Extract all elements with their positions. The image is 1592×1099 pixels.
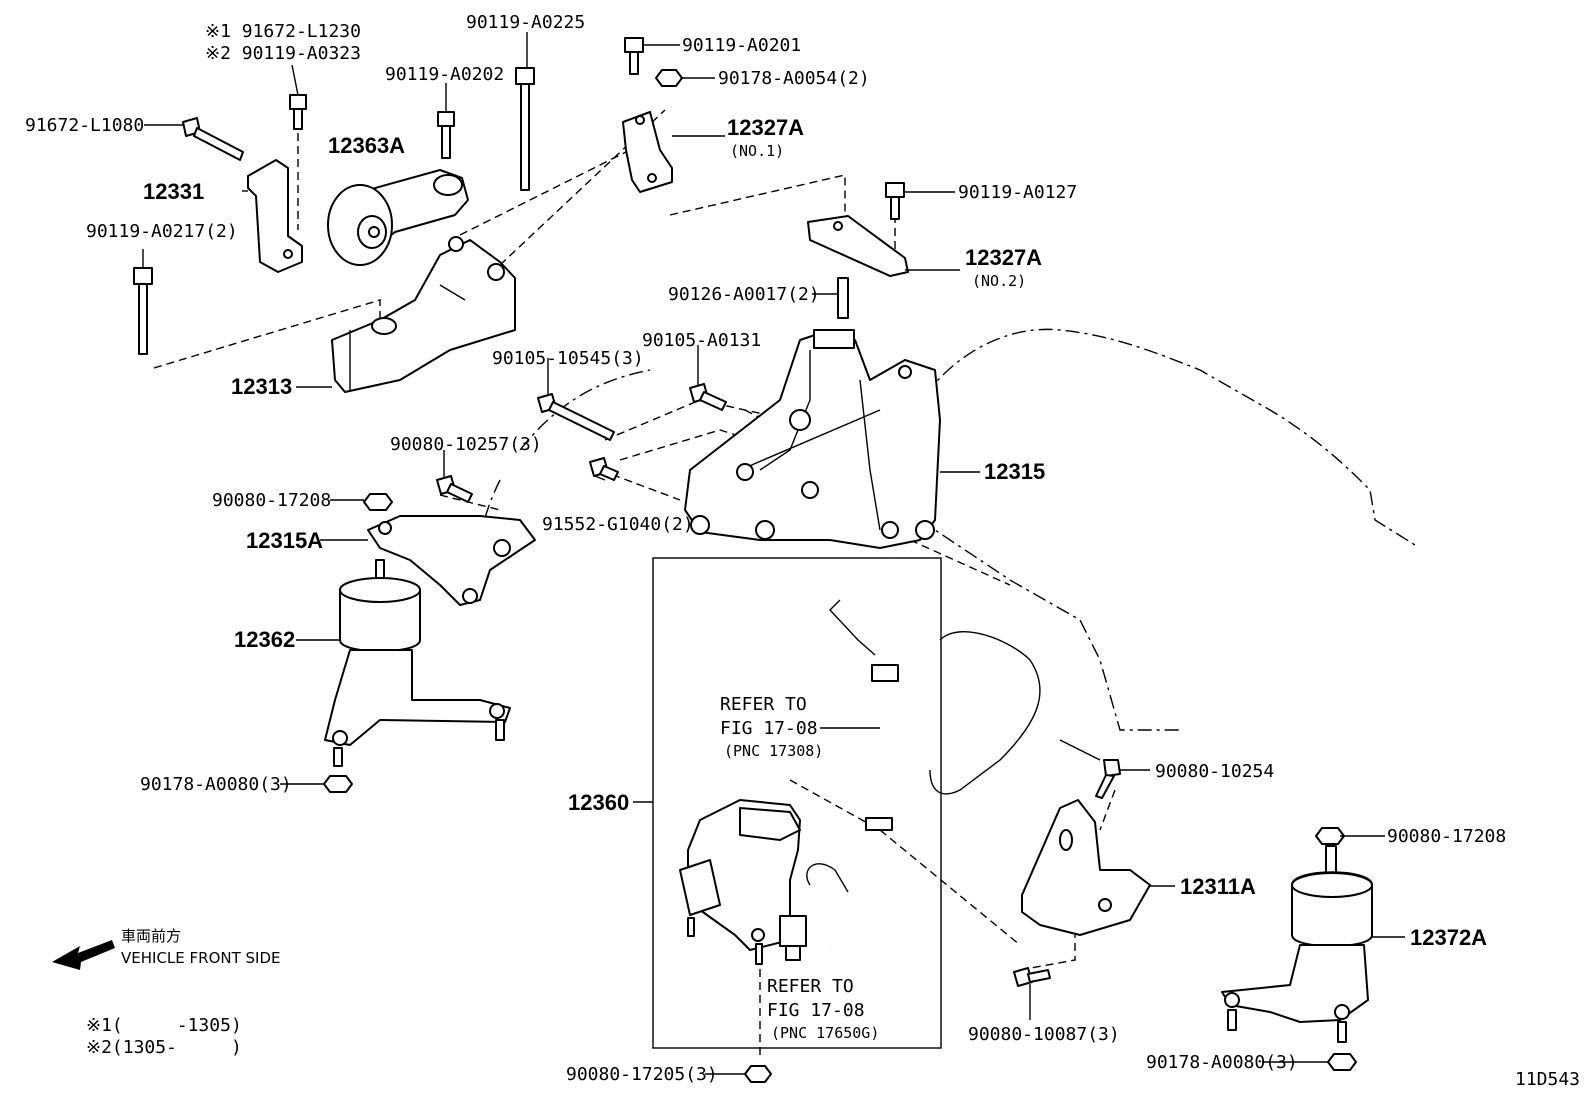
refer2-line1: REFER TO xyxy=(767,976,854,997)
bolt-90119-A0217 xyxy=(133,267,153,355)
refer2-line3: (PNC 17650G) xyxy=(771,1024,879,1042)
refer1-line1: REFER TO xyxy=(720,694,807,715)
direction-legend: 車両前方 VEHICLE FRONT SIDE xyxy=(121,927,281,967)
mount-12360-unit xyxy=(679,799,807,965)
refer1-line3: (PNC 17308) xyxy=(724,742,823,760)
part-90119-A0127: 90119-A0127 xyxy=(958,182,1077,203)
part-90080-17205: 90080-17205(3) xyxy=(566,1064,718,1085)
part-90105-A0131: 90105-A0131 xyxy=(642,330,761,351)
nut-90080-17208-left xyxy=(363,493,393,511)
mount-12372A xyxy=(1221,845,1373,1043)
callout-12372A: 12372A xyxy=(1410,925,1487,950)
callout-12362: 12362 xyxy=(234,627,295,652)
callout-12363A: 12363A xyxy=(328,133,405,158)
part-90119-A0202: 90119-A0202 xyxy=(385,64,504,85)
part-90080-10087: 90080-10087(3) xyxy=(968,1024,1120,1045)
part-90119-A0201: 90119-A0201 xyxy=(682,35,801,56)
refer-note-2: REFER TO FIG 17-08 (PNC 17650G) xyxy=(767,976,879,1042)
refer1-line2: FIG 17-08 xyxy=(720,718,818,739)
refer-note-1: REFER TO FIG 17-08 (PNC 17308) xyxy=(720,694,823,760)
engine-outline xyxy=(475,328,1416,795)
part-91672-L1080: 91672-L1080 xyxy=(25,115,144,136)
bolt-90080-10257 xyxy=(436,475,473,503)
bolt-90119-A0201 xyxy=(624,37,644,75)
bracket-12315A xyxy=(367,515,536,606)
bolt-90105-10545 xyxy=(537,393,615,441)
part-90080-10254: 90080-10254 xyxy=(1155,761,1274,782)
leader-lines xyxy=(142,32,1405,1075)
callout-12313: 12313 xyxy=(231,374,292,399)
nut-90080-17208-right xyxy=(1315,827,1345,845)
part-90080-10257: 90080-10257(3) xyxy=(390,434,542,455)
bracket-12311A xyxy=(1021,799,1151,936)
stud-90126-A0017 xyxy=(837,277,849,319)
mount-12362 xyxy=(324,559,511,767)
bolt-90080-10087 xyxy=(1013,967,1051,987)
callout-12360: 12360 xyxy=(568,790,629,815)
part-number-labels: ※1 91672-L1230 ※2 90119-A0323 90119-A022… xyxy=(25,12,1506,1085)
bracket-12313 xyxy=(331,236,516,393)
bolt-90105-A0131 xyxy=(689,383,727,411)
nut-90178-A0080-left xyxy=(323,775,353,793)
direction-en: VEHICLE FRONT SIDE xyxy=(121,949,281,967)
part-90119-A0323: ※2 90119-A0323 xyxy=(205,43,361,64)
note-2: ※2(1305- ) xyxy=(86,1037,242,1058)
bracket-12327A-no2 xyxy=(807,215,909,277)
callout-12327A-no2-sub: (NO.2) xyxy=(972,272,1026,290)
part-91672-L1230: ※1 91672-L1230 xyxy=(205,21,361,42)
callout-12311A: 12311A xyxy=(1180,874,1256,899)
bolt-90119-A0127 xyxy=(885,182,905,220)
refer2-line2: FIG 17-08 xyxy=(767,1000,865,1021)
bolt-91672-L1230 xyxy=(289,94,307,130)
bolt-90119-A0225 xyxy=(515,67,535,191)
part-90178-A0080-left: 90178-A0080(3) xyxy=(140,774,292,795)
part-90126-A0017: 90126-A0017(2) xyxy=(668,284,820,305)
callout-12327A-no1-sub: (NO.1) xyxy=(730,142,784,160)
part-90178-A0054: 90178-A0054(2) xyxy=(718,68,870,89)
bolt-90119-A0202 xyxy=(437,111,455,159)
part-90105-10545: 90105-10545(3) xyxy=(492,348,644,369)
callout-labels: 12331 12363A 12313 12327A (NO.1) 12327A … xyxy=(143,115,1487,950)
callout-12327A-no1: 12327A xyxy=(727,115,804,140)
part-90119-A0217: 90119-A0217(2) xyxy=(86,221,238,242)
nut-90080-17205 xyxy=(744,1065,772,1083)
direction-jp: 車両前方 xyxy=(121,927,181,945)
bolt-91552-G1040 xyxy=(589,457,619,481)
bolt-91672-L1080 xyxy=(182,117,244,161)
part-91552-G1040: 91552-G1040(2) xyxy=(542,514,694,535)
bracket-12315 xyxy=(684,329,941,549)
nut-90178-A0080-right xyxy=(1327,1053,1357,1071)
callout-12327A-no2: 12327A xyxy=(965,245,1042,270)
vehicle-front-arrow-icon xyxy=(52,940,115,970)
figure-code: 11D543 xyxy=(1515,1069,1580,1090)
part-90080-17208-left: 90080-17208 xyxy=(212,490,331,511)
bolt-90080-10254 xyxy=(1095,759,1121,799)
bracket-12331 xyxy=(247,159,303,273)
footnotes: ※1( -1305) ※2(1305- ) xyxy=(86,1015,242,1058)
part-90178-A0080-right: 90178-A0080(3) xyxy=(1146,1052,1298,1073)
assembly-box-12360 xyxy=(652,557,942,1049)
part-90080-17208-right: 90080-17208 xyxy=(1387,826,1506,847)
nut-90178-A0054 xyxy=(655,69,683,87)
vacuum-hose xyxy=(806,558,917,947)
part-90119-A0225: 90119-A0225 xyxy=(466,12,585,33)
callout-12315A: 12315A xyxy=(246,528,323,553)
bracket-12327A-no1 xyxy=(622,111,673,193)
callout-12315: 12315 xyxy=(984,459,1045,484)
torque-rod-12363A xyxy=(327,169,469,266)
callout-12331: 12331 xyxy=(143,179,204,204)
note-1: ※1( -1305) xyxy=(86,1015,242,1036)
